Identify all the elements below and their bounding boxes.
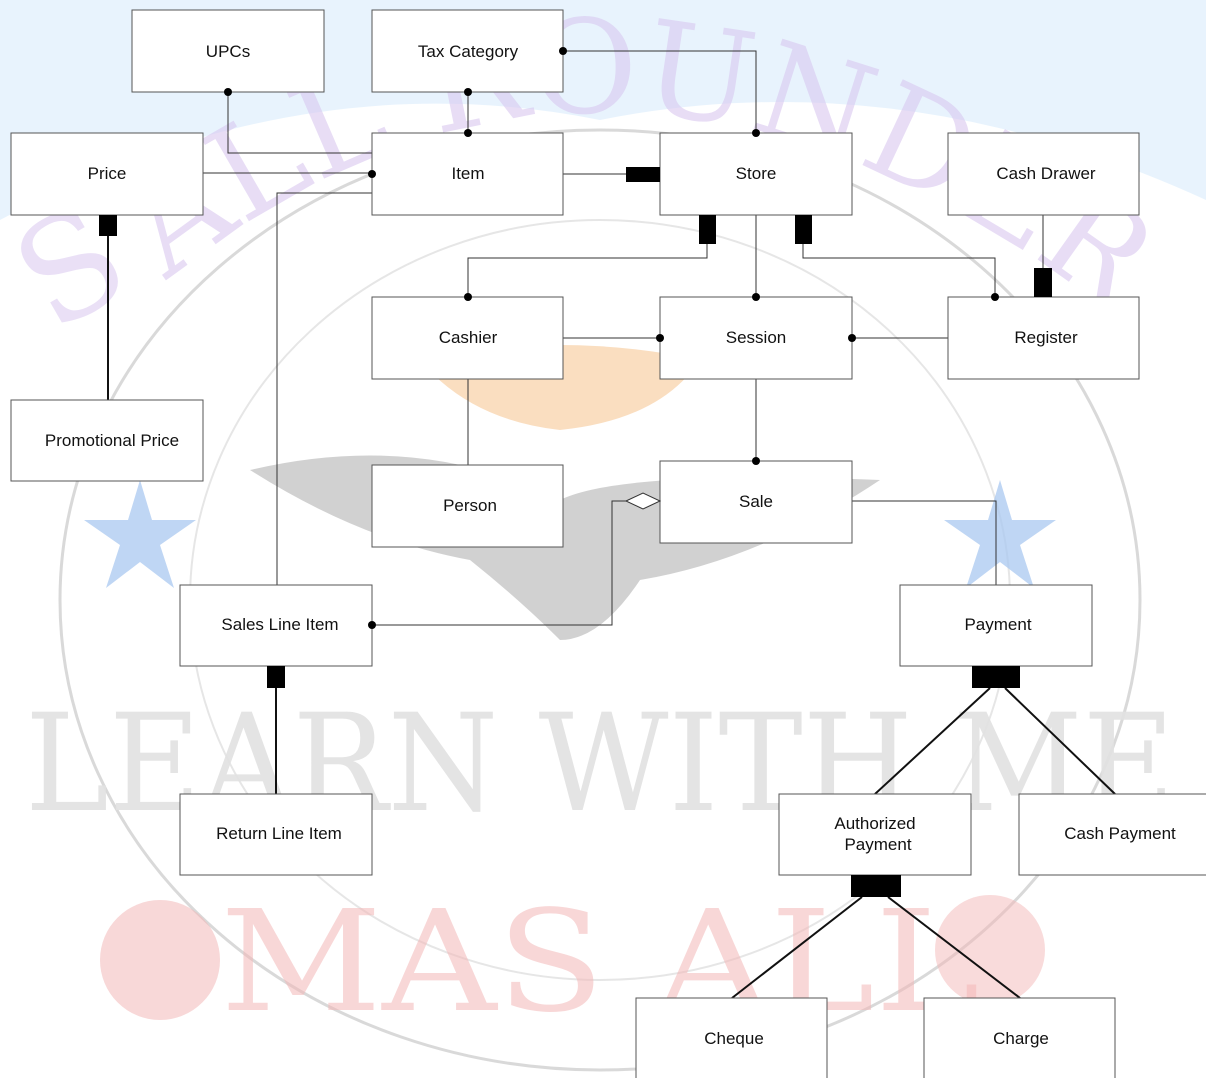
composition-marker bbox=[795, 215, 812, 244]
watermark-emblem-right bbox=[935, 895, 1045, 1005]
entity-label: Session bbox=[726, 328, 786, 347]
composition-marker bbox=[699, 215, 716, 244]
entity-authorized-payment[interactable]: Authorized Payment bbox=[778, 793, 972, 876]
dot-marker bbox=[464, 293, 472, 301]
entity-label: Cash Payment bbox=[1064, 824, 1176, 843]
entity-label-line2: Payment bbox=[844, 835, 911, 854]
entity-label: Price bbox=[88, 164, 127, 183]
entity-label: Register bbox=[1014, 328, 1078, 347]
watermark-emblem-left bbox=[100, 900, 220, 1020]
entity-return-line-item[interactable]: Return Line Item bbox=[179, 793, 373, 876]
dot-marker bbox=[464, 88, 472, 96]
connector-taxcategory-store bbox=[563, 50, 757, 133]
connector-authorized-cheque bbox=[731, 896, 863, 999]
dot-marker bbox=[752, 129, 760, 137]
entity-price[interactable]: Price bbox=[10, 132, 204, 216]
connectors bbox=[107, 50, 1116, 999]
entity-label: Person bbox=[443, 496, 497, 515]
entity-upcs[interactable]: UPCs bbox=[131, 9, 325, 93]
entity-label: Item bbox=[451, 164, 484, 183]
watermark-star-left bbox=[84, 480, 196, 588]
entity-label: Cash Drawer bbox=[996, 164, 1096, 183]
connector-authorized-charge bbox=[887, 896, 1021, 999]
aggregation-diamond bbox=[624, 492, 662, 510]
entity-session[interactable]: Session bbox=[659, 296, 853, 380]
connector-store-register bbox=[802, 244, 996, 297]
entities: UPCs Tax Category Price Item Store Cash … bbox=[10, 9, 1206, 1078]
connector-sale-saleslineitem bbox=[372, 500, 626, 626]
dot-marker bbox=[464, 129, 472, 137]
entity-sale[interactable]: Sale bbox=[659, 460, 853, 544]
entity-label: Authorized bbox=[834, 814, 915, 833]
entity-register[interactable]: Register bbox=[947, 296, 1140, 380]
dot-marker bbox=[656, 334, 664, 342]
entity-label: Sales Line Item bbox=[221, 615, 338, 634]
dot-marker bbox=[752, 293, 760, 301]
entity-label: Cheque bbox=[704, 1029, 764, 1048]
dot-marker bbox=[991, 293, 999, 301]
watermark-star-right bbox=[944, 480, 1056, 588]
entity-cash-payment[interactable]: Cash Payment bbox=[1018, 793, 1206, 876]
dot-marker bbox=[559, 47, 567, 55]
entity-promotional-price[interactable]: Promotional Price bbox=[10, 399, 204, 482]
connector-sale-payment bbox=[852, 500, 997, 585]
entity-label: Cashier bbox=[439, 328, 498, 347]
entity-cash-drawer[interactable]: Cash Drawer bbox=[947, 132, 1140, 216]
entity-payment[interactable]: Payment bbox=[899, 584, 1093, 667]
entity-label: Promotional Price bbox=[45, 431, 179, 450]
connector-payment-cash bbox=[1004, 687, 1116, 795]
connector-store-cashier bbox=[467, 244, 708, 297]
composition-marker bbox=[1034, 268, 1052, 297]
entity-label: Payment bbox=[964, 615, 1031, 634]
composition-marker bbox=[626, 167, 660, 182]
entity-store[interactable]: Store bbox=[659, 132, 853, 216]
connector-upcs-item bbox=[227, 92, 372, 154]
watermark-bottom-text: MAS ALL bbox=[220, 881, 980, 1044]
entity-label: UPCs bbox=[206, 42, 250, 61]
entity-label: Store bbox=[736, 164, 777, 183]
entity-label: Tax Category bbox=[418, 42, 519, 61]
entity-cheque[interactable]: Cheque bbox=[635, 997, 828, 1078]
entity-item[interactable]: Item bbox=[371, 132, 564, 216]
entity-label: Return Line Item bbox=[216, 824, 342, 843]
dot-marker bbox=[368, 170, 376, 178]
entity-cashier[interactable]: Cashier bbox=[371, 296, 564, 380]
composition-marker bbox=[267, 666, 285, 688]
connector-payment-authorized bbox=[874, 687, 991, 795]
dot-marker bbox=[848, 334, 856, 342]
markers bbox=[99, 47, 1052, 897]
entity-charge[interactable]: Charge bbox=[923, 997, 1116, 1078]
dot-marker bbox=[752, 457, 760, 465]
composition-marker bbox=[972, 666, 1020, 688]
composition-marker bbox=[851, 875, 901, 897]
entity-label: Sale bbox=[739, 492, 773, 511]
dot-marker bbox=[368, 621, 376, 629]
connector-item-saleslineitem bbox=[276, 192, 372, 585]
dot-marker bbox=[224, 88, 232, 96]
composition-marker bbox=[99, 215, 117, 236]
entity-tax-category[interactable]: Tax Category bbox=[371, 9, 564, 93]
watermark-circle bbox=[58, 128, 1142, 1072]
entity-sales-line-item[interactable]: Sales Line Item bbox=[179, 584, 373, 667]
entity-label: Charge bbox=[993, 1029, 1049, 1048]
entity-person[interactable]: Person bbox=[371, 464, 564, 548]
